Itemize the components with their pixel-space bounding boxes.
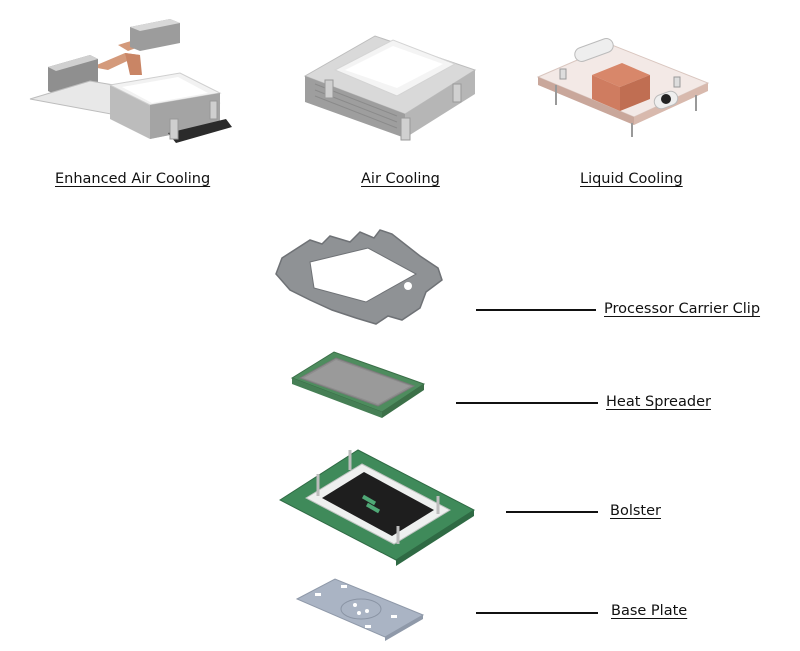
air-cooling-link[interactable]: Air Cooling xyxy=(361,171,440,187)
liquid-cooling-link[interactable]: Liquid Cooling xyxy=(580,171,683,187)
processor-carrier-clip-leader xyxy=(476,309,596,311)
processor-carrier-clip-image xyxy=(275,229,443,325)
bolster-image xyxy=(279,449,475,566)
heat-spreader-leader xyxy=(456,402,598,404)
bolster-leader xyxy=(506,511,598,513)
liquid-cooling-image xyxy=(536,38,710,137)
processor-carrier-clip-link[interactable]: Processor Carrier Clip xyxy=(604,301,761,317)
enhanced-air-cooling-image xyxy=(29,19,232,143)
base-plate-leader xyxy=(476,612,598,614)
base-plate-link[interactable]: Base Plate xyxy=(611,603,688,619)
base-plate-image xyxy=(295,578,425,641)
bolster-link[interactable]: Bolster xyxy=(610,503,661,519)
heat-spreader-image xyxy=(290,351,426,418)
air-cooling-image xyxy=(303,35,477,141)
heat-spreader-link[interactable]: Heat Spreader xyxy=(606,394,711,410)
enhanced-air-cooling-link[interactable]: Enhanced Air Cooling xyxy=(55,171,211,187)
